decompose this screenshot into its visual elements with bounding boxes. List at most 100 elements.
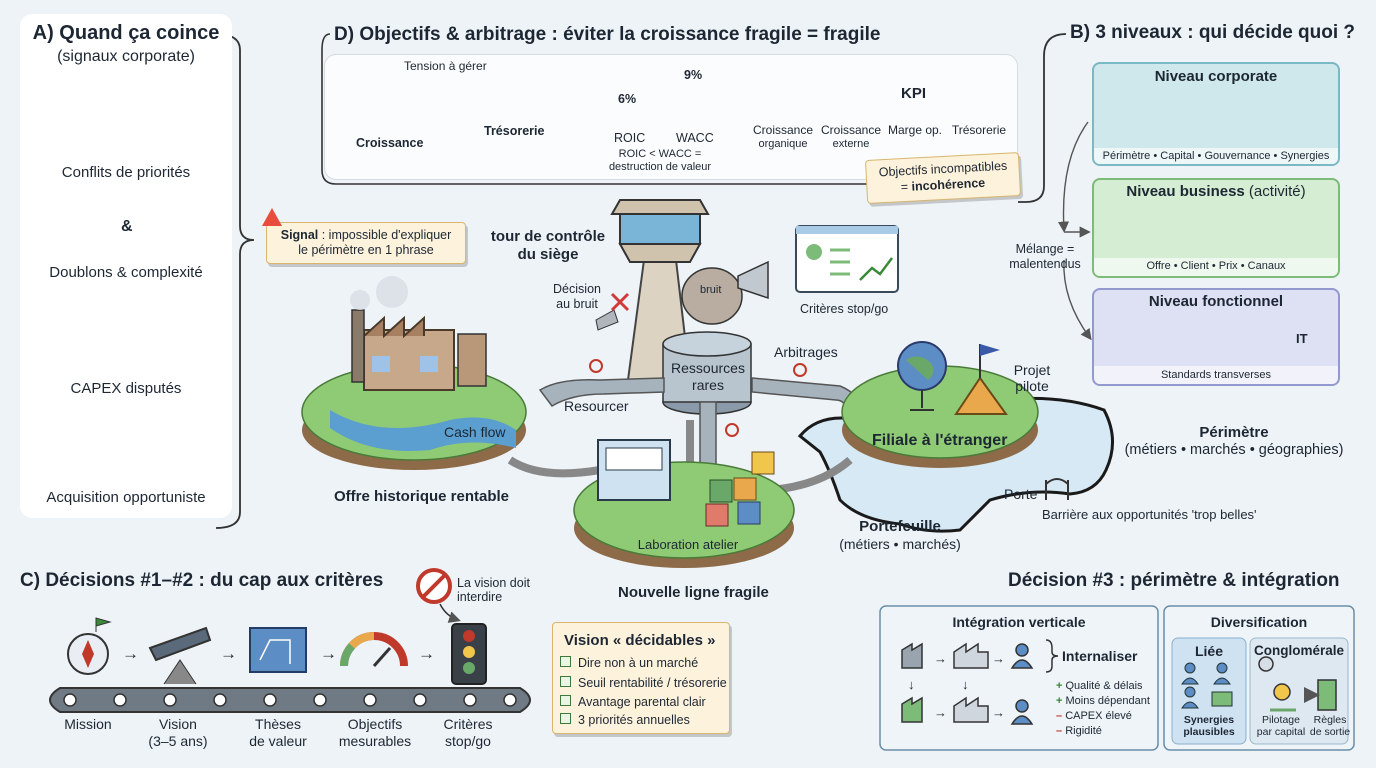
tension-label: Tension à gérer — [404, 59, 487, 73]
checkbox-icon-3 — [560, 695, 571, 706]
factory-chain-icons — [901, 639, 1059, 725]
icon-label-organique-1: Croissance — [752, 123, 814, 137]
level-corporate-caption: Périmètre • Capital • Gouvernance • Syne… — [1102, 150, 1330, 162]
criteria-screen-icon — [795, 225, 899, 293]
conveyor-belt — [49, 687, 531, 713]
section-a-bracket — [215, 33, 255, 529]
gauge-icon — [340, 632, 408, 667]
box-conglomerale — [1249, 637, 1349, 745]
decidable-1: Dire non à un marché — [578, 656, 699, 670]
item-doublons: Doublons & complexité — [49, 264, 203, 281]
projet-line2: pilote — [1015, 378, 1049, 394]
internaliser-label: Internaliser — [1062, 648, 1138, 664]
barriere-label: Barrière aux opportunités 'trop belles' — [1042, 507, 1257, 522]
cash-flow-label: Cash flow — [444, 424, 506, 440]
pro-1-text: Qualité & délais — [1065, 680, 1143, 692]
conglomerale-title: Conglomérale — [1253, 643, 1345, 658]
criteres-stop-go-label: Critères stop/go — [800, 302, 889, 316]
filiale-label: Filiale à l'étranger — [872, 432, 1008, 449]
level-business-name: Niveau business — [1126, 183, 1245, 200]
step-criteres-2: stop/go — [445, 733, 491, 749]
incompat-eq: = — [900, 179, 912, 195]
it-badge: IT — [1296, 331, 1308, 346]
croissance-pan-label: Croissance — [356, 136, 424, 150]
resourcer-label: Resourcer — [564, 398, 629, 414]
pro-2-text: Moins dépendant — [1065, 695, 1150, 707]
roic-value: 6% — [618, 92, 637, 106]
melange-arrow-down — [1063, 259, 1092, 341]
signal-text1: : impossible d'expliquer — [318, 228, 452, 242]
section-c-title: C) Décisions #1–#2 : du cap aux critères — [20, 570, 384, 591]
step-mission: Mission — [64, 716, 112, 732]
con-2-text: Rigidité — [1065, 725, 1102, 737]
item-conflits: Conflits de priorités — [61, 164, 191, 181]
roic-label: ROIC — [614, 131, 646, 145]
ressources-line1: Ressources — [671, 360, 745, 376]
conglomerale-icons — [1258, 656, 1337, 712]
level-fonctionnel-caption: Standards transverses — [1160, 369, 1272, 381]
decidable-2: Seuil rentabilité / trésorerie — [578, 676, 727, 690]
level-fonctionnel-caption-bg — [1094, 366, 1338, 384]
chain-arrow-down-2: ↓ — [962, 677, 969, 692]
step-theses-2: de valeur — [249, 733, 307, 749]
decidable-4: 3 priorités annuelles — [578, 713, 690, 727]
tower-label-2: du siège — [517, 246, 579, 263]
chain-arrow-2: → — [992, 651, 1005, 666]
telescope-icon — [148, 626, 212, 685]
liee-people-icons — [1181, 662, 1233, 709]
portefeuille-sub: (métiers • marchés) — [839, 536, 961, 552]
level-business-caption-bg — [1094, 258, 1338, 276]
level-corporate-caption-bg — [1094, 148, 1338, 164]
icon-label-marge: Marge op. — [887, 123, 943, 137]
decidable-3: Avantage parental clair — [578, 695, 706, 709]
step-objectifs-2: mesurables — [338, 733, 412, 749]
melange-line1: Mélange = — [1015, 242, 1075, 256]
island-cash-flow — [301, 276, 527, 470]
box-integration-verticale — [879, 605, 1159, 751]
step-arrow-2: → — [220, 644, 237, 663]
section-d-title: D) Objectifs & arbitrage : éviter la cro… — [334, 24, 881, 45]
ressources-line2: rares — [692, 377, 724, 393]
con-1-text: CAPEX élevé — [1065, 710, 1132, 722]
icon-label-organique-2: organique — [758, 138, 808, 150]
checkbox-icon-1 — [560, 656, 571, 667]
con-1-sign: – — [1056, 710, 1063, 722]
wacc-value: 9% — [684, 68, 703, 82]
perimetre-sub: (métiers • marchés • géographies) — [1124, 442, 1344, 458]
chain-arrow-1: → — [934, 651, 947, 666]
bruit-label: bruit — [700, 284, 722, 296]
kpi-badge: KPI — [901, 85, 927, 102]
roic-caption-1: ROIC < WACC = — [618, 148, 702, 160]
vision-doit-2: interdire — [457, 590, 503, 604]
tresorerie-pan-label: Trésorerie — [484, 124, 545, 138]
step-arrow-1: → — [122, 644, 139, 663]
con-1: – CAPEX élevé — [1056, 710, 1132, 723]
icon-label-externe-2: externe — [832, 138, 870, 150]
blueprint-icon — [249, 627, 307, 673]
icon-label-externe-1: Croissance — [820, 123, 882, 137]
tower-label-1: tour de contrôle — [490, 228, 606, 245]
level-fonctionnel-title: Niveau fonctionnel — [1148, 293, 1284, 310]
step-criteres-1: Critères — [443, 716, 493, 732]
melange-arrow-up — [1057, 121, 1089, 233]
pipes — [538, 359, 863, 467]
con-2-sign: – — [1056, 725, 1063, 737]
icon-label-tresorerie: Trésorerie — [951, 123, 1007, 137]
island-filiale — [841, 341, 1039, 468]
compass-icon — [67, 617, 112, 675]
level-business-title: Niveau business (activité) — [1092, 183, 1340, 200]
step-objectifs-1: Objectifs — [347, 716, 403, 732]
signal-lead: Signal — [280, 228, 319, 242]
pro-2: + Moins dépendant — [1056, 695, 1150, 708]
section-b-title: B) 3 niveaux : qui décide quoi ? — [1070, 22, 1356, 43]
control-tower — [595, 199, 769, 381]
warning-icon — [262, 208, 282, 226]
level-business-caption: Offre • Client • Prix • Canaux — [1146, 260, 1286, 272]
checkbox-icon-2 — [560, 676, 571, 687]
section-a-subtitle: (signaux corporate) — [57, 48, 195, 65]
melange-line2: malentendus — [1009, 257, 1081, 271]
laboration-label: Laboration atelier — [637, 537, 739, 552]
offre-historique-label: Offre historique rentable — [334, 488, 510, 505]
synergies-2: plausibles — [1183, 726, 1235, 738]
regles-1: Règles — [1313, 714, 1347, 726]
